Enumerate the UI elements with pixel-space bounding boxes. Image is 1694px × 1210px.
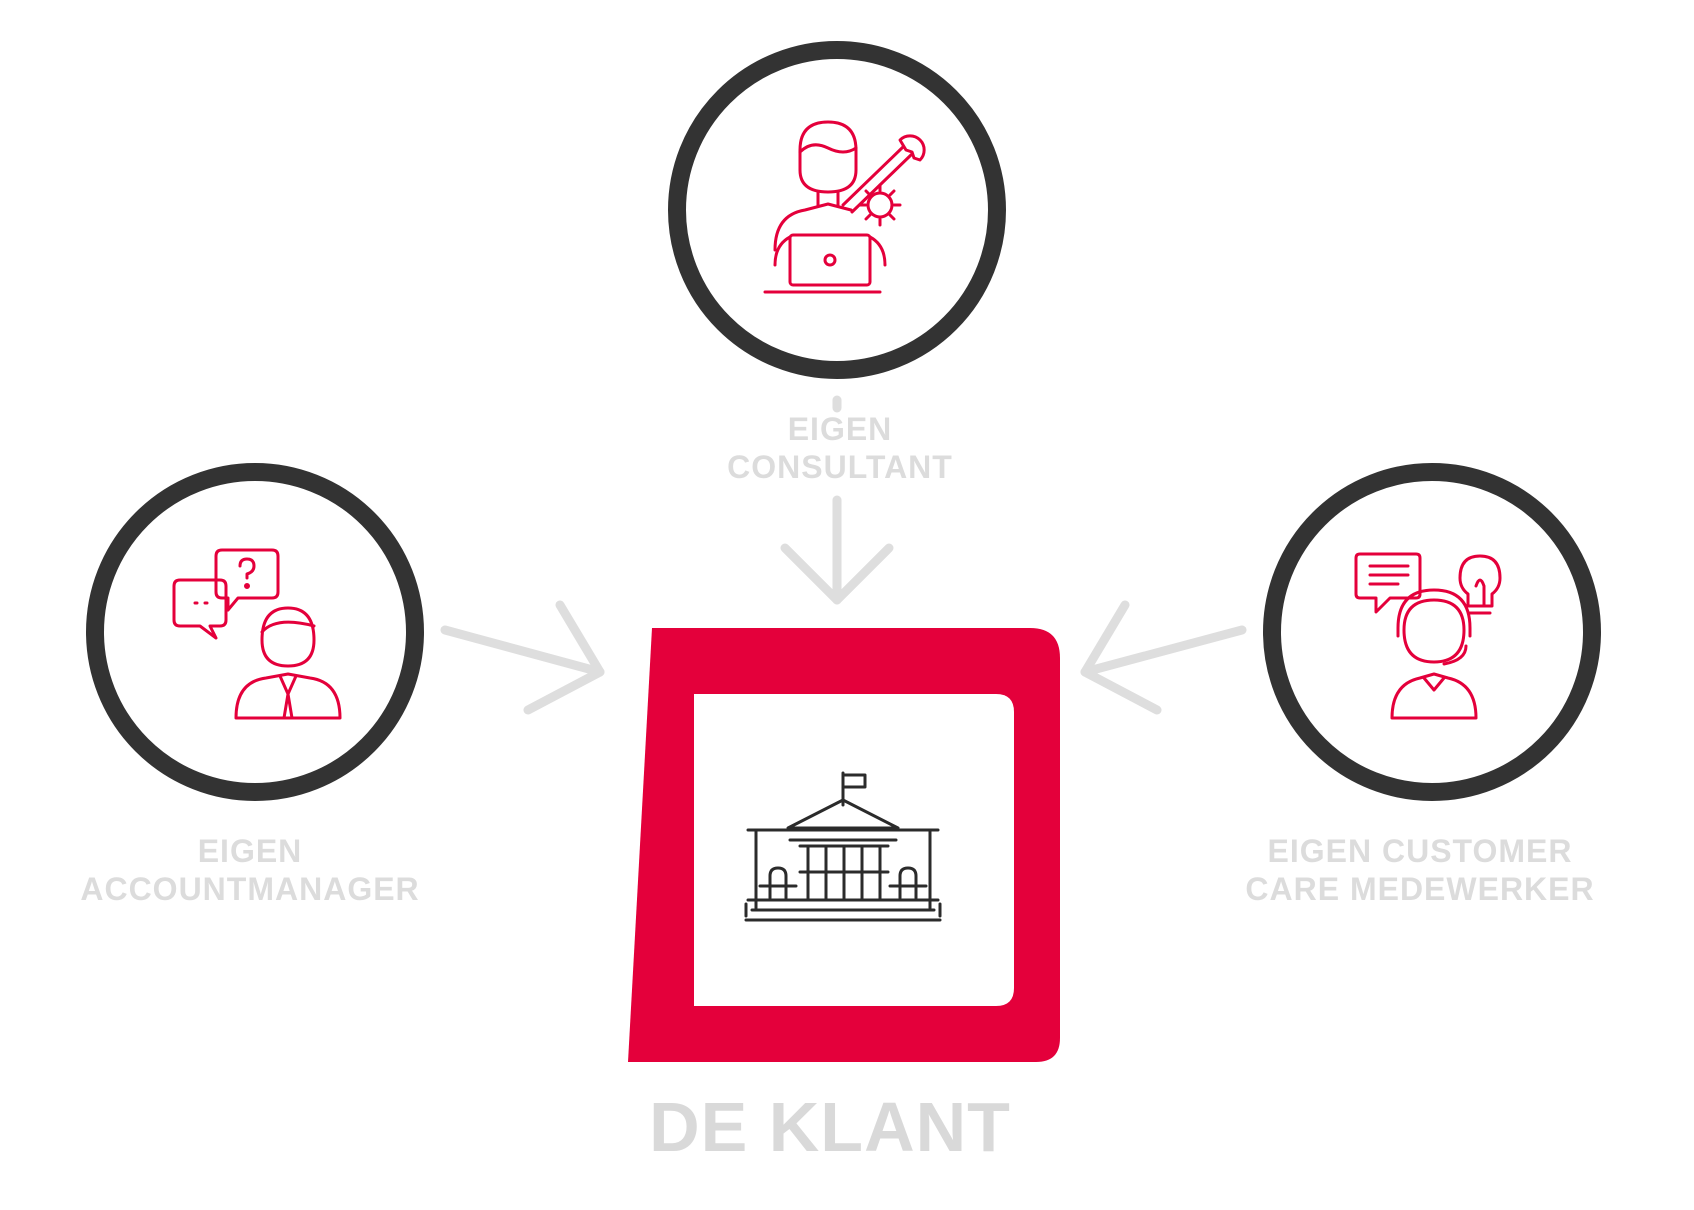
- accountmanager-speech-bubbles-icon: [172, 548, 342, 720]
- consultant-label-line2: CONSULTANT: [727, 449, 953, 486]
- arrow-consultant-to-klant: [780, 395, 894, 605]
- consultant-circle: [668, 41, 1006, 379]
- customer-care-label-line2: CARE MEDEWERKER: [1245, 871, 1595, 908]
- accountmanager-label-line1: EIGEN: [197, 833, 303, 869]
- arrow-accountmanager-to-klant: [440, 600, 605, 715]
- consultant-wrench-laptop-icon: [763, 120, 926, 294]
- accountmanager-label: EIGEN ACCOUNTMANAGER: [60, 832, 440, 909]
- accountmanager-label-line2: ACCOUNTMANAGER: [80, 871, 420, 908]
- consultant-label-line1: EIGEN: [787, 411, 893, 447]
- customer-care-headset-icon: [1354, 552, 1502, 720]
- arrow-customer-care-to-klant: [1080, 600, 1247, 715]
- accountmanager-circle: [86, 463, 424, 801]
- government-building-icon: [744, 771, 942, 922]
- customer-care-label-line1: EIGEN CUSTOMER: [1267, 833, 1573, 869]
- klant-label: DE KLANT: [600, 1085, 1060, 1169]
- customer-care-circle: [1263, 463, 1601, 801]
- consultant-label: EIGEN CONSULTANT: [690, 410, 990, 487]
- klant-label-text: DE KLANT: [649, 1088, 1011, 1166]
- customer-care-label: EIGEN CUSTOMER CARE MEDEWERKER: [1220, 832, 1620, 909]
- klant-frame: [628, 628, 1060, 1062]
